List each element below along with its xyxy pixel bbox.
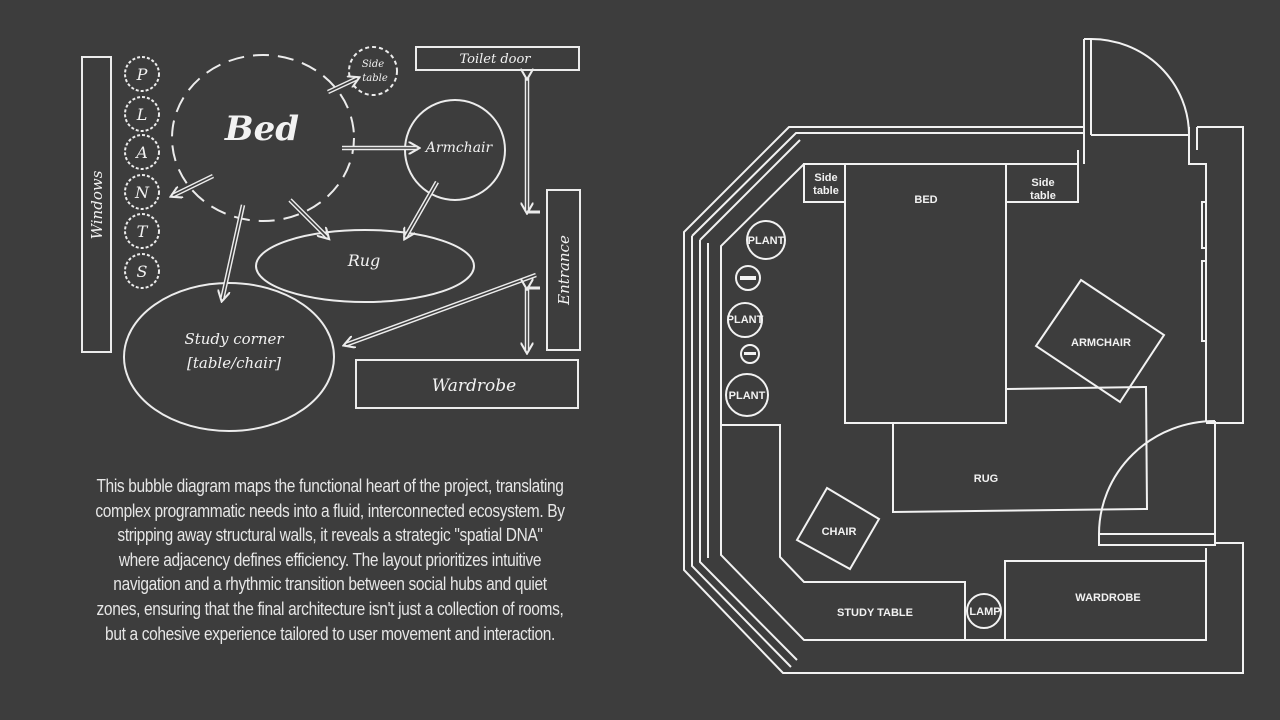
plant-1-label: PLANT [748, 235, 785, 247]
chair-label: CHAIR [822, 526, 857, 538]
description-line: complex programmatic needs into a fluid,… [95, 500, 565, 521]
plant-bubble [124, 174, 160, 210]
side-table-left-label-2: table [813, 185, 839, 197]
bed-label: BED [914, 194, 937, 206]
pot-2-mark [744, 352, 756, 355]
wardrobe-label: Wardrobe [432, 376, 516, 396]
plant-letter: T [137, 222, 149, 241]
side-table-bubble [348, 46, 398, 96]
windows-label: Windows [88, 170, 106, 239]
plant-3-label: PLANT [729, 390, 766, 402]
plant-letter: S [137, 262, 148, 281]
study-corner-label-2: [table/chair] [187, 354, 281, 372]
lamp [966, 593, 1002, 629]
plant-2-label: PLANT [727, 314, 764, 326]
rug-label: Rug [347, 251, 381, 270]
wardrobe-label: WARDROBE [1075, 592, 1140, 604]
rug-bubble [255, 229, 475, 303]
description-line: where adjacency defines efficiency. The … [118, 549, 542, 570]
plant-bubble [124, 134, 160, 170]
bed-to-rug-arrow [289, 199, 328, 238]
description-line: zones, ensuring that the final architect… [96, 598, 564, 619]
plant-bubble [124, 96, 160, 132]
floor-plan: Side table Side table BED RUG ARMCHAIR C… [683, 38, 1244, 674]
plant-1 [746, 220, 786, 260]
side-table-right-label-1: Side [1031, 177, 1054, 189]
bubble-diagram: Windows P LA N T S Bed Side table Toilet doo… [81, 46, 581, 432]
plant-letter: N [134, 183, 150, 202]
plant-2 [727, 302, 763, 338]
rug-label: RUG [974, 473, 998, 485]
plants-column: P LA N T S [124, 56, 160, 289]
plant-3 [725, 373, 769, 417]
armchair-label: ARMCHAIR [1071, 337, 1131, 349]
flow-arrows [172, 78, 540, 352]
armchair-to-rug-arrow [405, 181, 438, 238]
study-corner-bubble [123, 282, 335, 432]
pot-1-mark [740, 276, 756, 280]
chair [795, 486, 881, 571]
toilet-door-label: Toilet door [459, 52, 531, 67]
side-table-left-label-1: Side [814, 172, 837, 184]
windows-box [81, 56, 112, 353]
plant-bubble [124, 56, 160, 92]
study-table [721, 424, 966, 640]
entrance-door-swing [1098, 420, 1216, 535]
bed-bubble [171, 54, 355, 222]
bed-label: Bed [224, 109, 299, 149]
top-door-swing [1090, 38, 1190, 136]
plant-letter: P [136, 65, 148, 84]
description-line: but a cohesive experience tailored to us… [105, 623, 555, 644]
description-line: This bubble diagram maps the functional … [96, 476, 564, 496]
description-paragraph: This bubble diagram maps the functional … [20, 474, 640, 646]
rug [892, 385, 1149, 514]
entrance-box [546, 189, 581, 351]
entrance-label: Entrance [555, 235, 573, 306]
bed [844, 163, 1007, 424]
pot-2 [740, 344, 760, 364]
bed-to-plants-arrow [172, 175, 214, 196]
side-table-right-label-2: table [1030, 190, 1056, 202]
plant-bubble [124, 213, 160, 249]
armchair [1034, 278, 1166, 404]
pot-1 [735, 265, 761, 291]
plant-letter: L [136, 105, 148, 124]
toilet-door-box [415, 46, 580, 71]
armchair-label: Armchair [424, 140, 494, 156]
study-table-label: STUDY TABLE [837, 607, 913, 619]
side-table-label-1: Side [362, 59, 384, 70]
description-line: stripping away structural walls, it reve… [117, 525, 543, 546]
entrance-to-study-arrow [345, 274, 537, 345]
bed-to-side-table-arrow [327, 78, 358, 93]
walls [683, 38, 1244, 674]
description-line: navigation and a rhythmic transition bet… [113, 574, 547, 595]
wardrobe-box [355, 359, 579, 409]
lamp-label: LAMP [969, 606, 1000, 618]
plant-letter: A [134, 143, 148, 162]
bed-to-study-arrow [222, 204, 244, 300]
study-corner-label-1: Study corner [184, 330, 284, 348]
wardrobe [1004, 560, 1207, 641]
side-table-label-2: table [362, 73, 388, 84]
plant-bubble [124, 253, 160, 289]
